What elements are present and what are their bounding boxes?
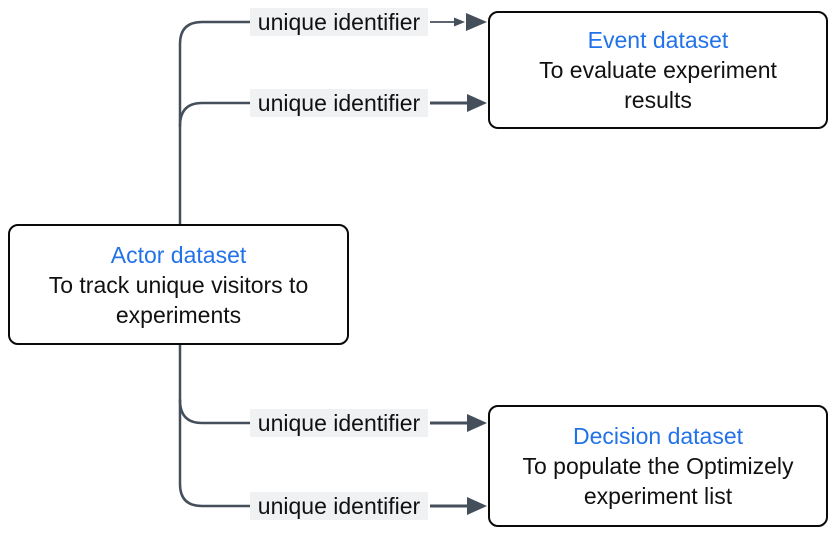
node-event-dataset: Event dataset To evaluate experiment res…: [488, 11, 828, 129]
node-decision-dataset: Decision dataset To populate the Optimiz…: [488, 405, 828, 527]
edge-label: unique identifier: [250, 8, 428, 36]
node-description: To track unique visitors to experiments: [48, 271, 309, 328]
node-actor-dataset: Actor dataset To track unique visitors t…: [8, 224, 349, 345]
node-description: To evaluate experiment results: [539, 57, 777, 113]
edge-path-actor-decision-1: [178, 398, 252, 425]
arrowhead-icon: [467, 497, 487, 515]
node-title: Actor dataset: [110, 241, 247, 268]
small-arrowhead-icon: [454, 17, 465, 27]
edge-label: unique identifier: [250, 89, 428, 117]
edge-path-actor-event-1: [178, 20, 252, 226]
node-title: Decision dataset: [572, 423, 744, 449]
node-description: To populate the Optimizely experiment li…: [522, 453, 794, 509]
edge-path-actor-decision-2: [178, 343, 252, 508]
edge-path-actor-event-2: [178, 101, 252, 128]
arrowhead-icon: [467, 414, 487, 432]
node-title: Event dataset: [587, 27, 729, 53]
edge-label: unique identifier: [250, 409, 428, 437]
edge-label: unique identifier: [250, 492, 428, 520]
arrowhead-icon: [467, 94, 487, 112]
arrowhead-icon: [466, 13, 487, 31]
